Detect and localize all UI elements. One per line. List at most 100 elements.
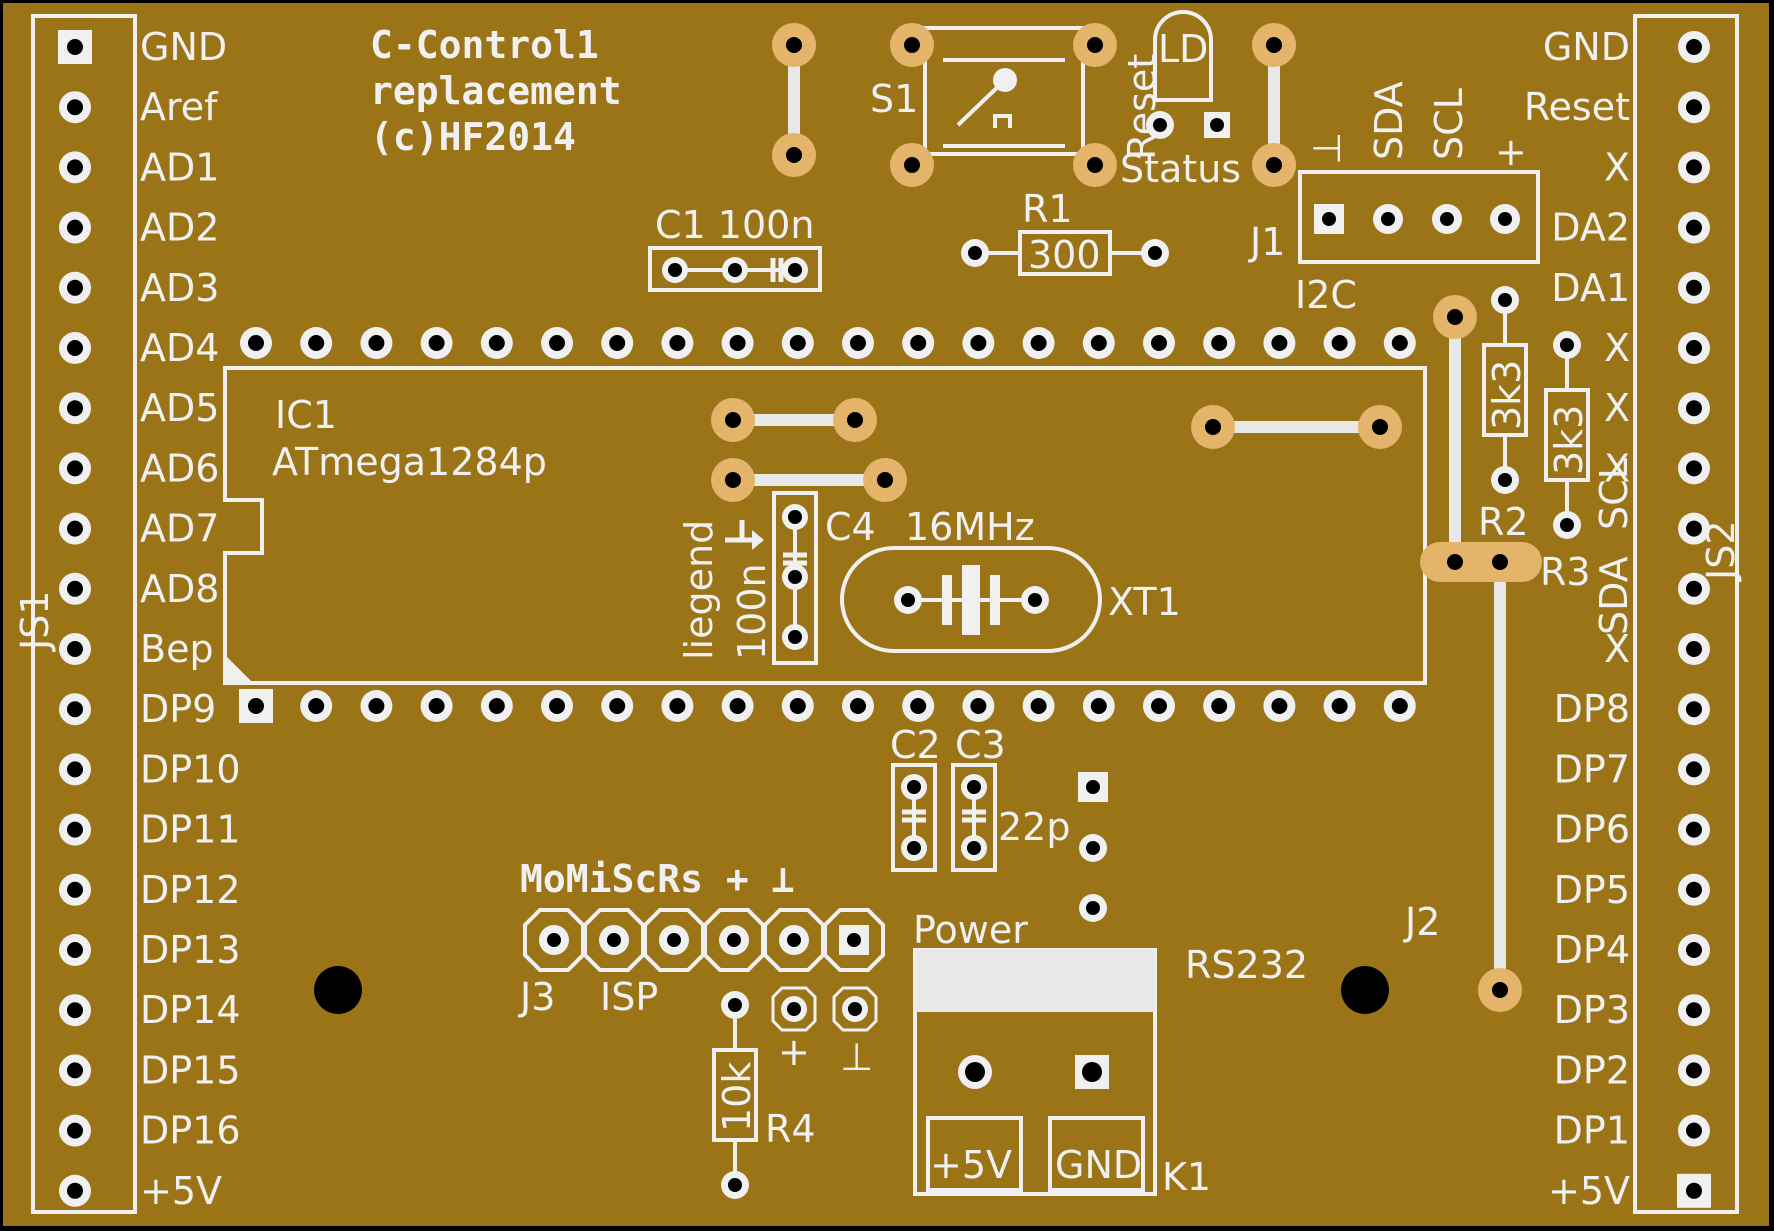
j1-label: J1 <box>1248 220 1285 264</box>
js2-pin-pad-drill <box>1686 1182 1702 1199</box>
ic1-pin-pad-drill <box>789 335 806 351</box>
capacitor-c3 <box>951 763 997 872</box>
ic1-pin-pad-drill <box>248 335 264 351</box>
js2-pin-label: DP6 <box>1554 808 1630 852</box>
js2-pin-pad-drill <box>1686 219 1702 236</box>
ic1-pin-pad-drill <box>1151 335 1167 351</box>
js1-pin-label: DP14 <box>140 988 241 1032</box>
js1-pin-pad-drill <box>67 219 83 236</box>
js2-pin-label: GND <box>1543 25 1630 69</box>
js1-pin-label: DP10 <box>140 747 241 791</box>
js2-pin-pad-drill <box>1686 1002 1702 1019</box>
js2-ref: JS2 <box>1699 520 1743 582</box>
ic1-pin-pad-drill <box>910 335 927 351</box>
js1-pin-pad-drill <box>67 400 83 417</box>
j1-pin-sda: SDA <box>1367 81 1411 160</box>
js2-pin-label: +5V <box>1548 1169 1630 1213</box>
c1-label: C1 100n <box>655 203 814 247</box>
js1-pin-label: AD2 <box>140 206 219 250</box>
js2-pin-label: Reset <box>1524 85 1630 129</box>
js1-pin-label: DP11 <box>140 808 241 852</box>
js2-pin-label: DP8 <box>1554 687 1630 731</box>
ic1-pin-pad-drill <box>850 335 866 351</box>
c2-label: C2 <box>890 723 941 767</box>
resistor-r4 <box>712 991 758 1199</box>
j2-label: J2 <box>1403 900 1440 944</box>
js2-pin-label: X <box>1604 326 1630 370</box>
js2-pin-pad-drill <box>1686 761 1702 778</box>
aux-pins <box>771 986 878 1032</box>
js1-pin-pad-drill <box>67 1002 83 1019</box>
js2-pin-pad-drill <box>1686 821 1702 838</box>
js2-pin-pad-drill <box>1686 1062 1702 1079</box>
ic1-pin-pad-drill <box>549 335 565 351</box>
js1-pin-pad-drill <box>67 942 83 958</box>
js1-pin-pad-drill <box>67 340 83 356</box>
ic1-pin-pad-drill <box>1211 335 1228 351</box>
js1-pin-pad-drill <box>67 881 83 898</box>
ic1-pin-pad-drill <box>1391 335 1408 351</box>
ic1-pin-pad-drill <box>609 335 626 351</box>
ic1-pin-pad-drill <box>1271 335 1288 351</box>
ic1-pin-pad-drill <box>549 698 565 714</box>
js2-pin-label: X <box>1604 145 1630 189</box>
js2-pin-label: X <box>1604 627 1630 671</box>
ic1-pin-pad-drill <box>1391 698 1408 714</box>
ic1-pin-pad-drill <box>428 698 445 714</box>
js1-pin-label: DP15 <box>140 1048 241 1092</box>
js1-pin-label: DP12 <box>140 868 241 912</box>
ic1-pin-pad-drill <box>488 335 505 351</box>
js1-header-outline <box>31 14 137 1214</box>
ic1-pin-pad-drill <box>970 698 987 714</box>
ic1-part: ATmega1284p <box>272 440 547 484</box>
resistor-r2 <box>1482 286 1528 494</box>
js1-pin-pad-drill <box>67 159 83 176</box>
ic1-outline <box>223 366 1427 685</box>
liegend-label: liegend <box>677 520 721 660</box>
status-label: Status <box>1120 147 1241 191</box>
js2-pin-pad-drill <box>1686 881 1702 898</box>
ic1-pin-pad-drill <box>1271 698 1288 714</box>
ic1-pin-pad-drill <box>729 335 746 351</box>
r3-label: R3 <box>1540 550 1591 594</box>
js1-pin-label: DP16 <box>140 1109 241 1153</box>
switch-s1 <box>890 23 1117 187</box>
js1-pin-label: Aref <box>140 85 219 129</box>
js2-pin-label: DA1 <box>1551 266 1630 310</box>
js2-pin-column <box>1677 31 1711 1208</box>
r1-value: 300 <box>1028 233 1101 277</box>
js1-pin-labels: GNDArefAD1AD2AD3AD4AD5AD6AD7AD8BepDP9DP1… <box>140 25 241 1213</box>
js1-pin-pad-drill <box>67 761 83 778</box>
wire-bridge-top <box>772 23 816 177</box>
js1-pin-pad-drill <box>67 821 83 838</box>
js2-pin-pad-drill <box>1686 641 1702 657</box>
js2-pin-pad-drill <box>1686 580 1702 597</box>
ic1-pin-pad-drill <box>850 698 866 714</box>
js2-pin-pad-drill <box>1686 279 1702 296</box>
ic1-pin-pad-drill <box>488 698 505 714</box>
arrow-icon <box>725 520 764 550</box>
js2-pin-labels: GNDResetXDA2DA1XXXXDP8DP7DP6DP5DP4DP3DP2… <box>1524 25 1630 1213</box>
ic1-pin-pad-drill <box>308 335 325 351</box>
ic1-pin-pad-drill <box>1331 698 1348 714</box>
ic1-pin-pad-drill <box>1211 698 1228 714</box>
r4-value: 10k <box>715 1062 759 1132</box>
r2-label: R2 <box>1478 500 1529 544</box>
js1-pin-label: AD5 <box>140 386 219 430</box>
resistor-r1 <box>961 230 1169 276</box>
r4-label: R4 <box>765 1107 816 1151</box>
r1-label: R1 <box>1022 187 1073 231</box>
sda-label-vertical: SDA <box>1592 556 1636 635</box>
js1-ref: JS1 <box>13 590 57 652</box>
wire-bridge-j2 <box>1420 295 1542 1012</box>
js1-pin-pad-drill <box>67 580 83 597</box>
ic1-pin-pad-drill <box>1090 698 1107 714</box>
js2-pin-pad-drill <box>1686 1122 1702 1139</box>
ic1-pin-pad-drill <box>1030 335 1047 351</box>
c3-label: C3 <box>955 723 1006 767</box>
r3-value: 3k3 <box>1547 405 1591 475</box>
xt1-label: XT1 <box>1108 580 1181 624</box>
js1-pin-pad-drill <box>67 99 83 116</box>
